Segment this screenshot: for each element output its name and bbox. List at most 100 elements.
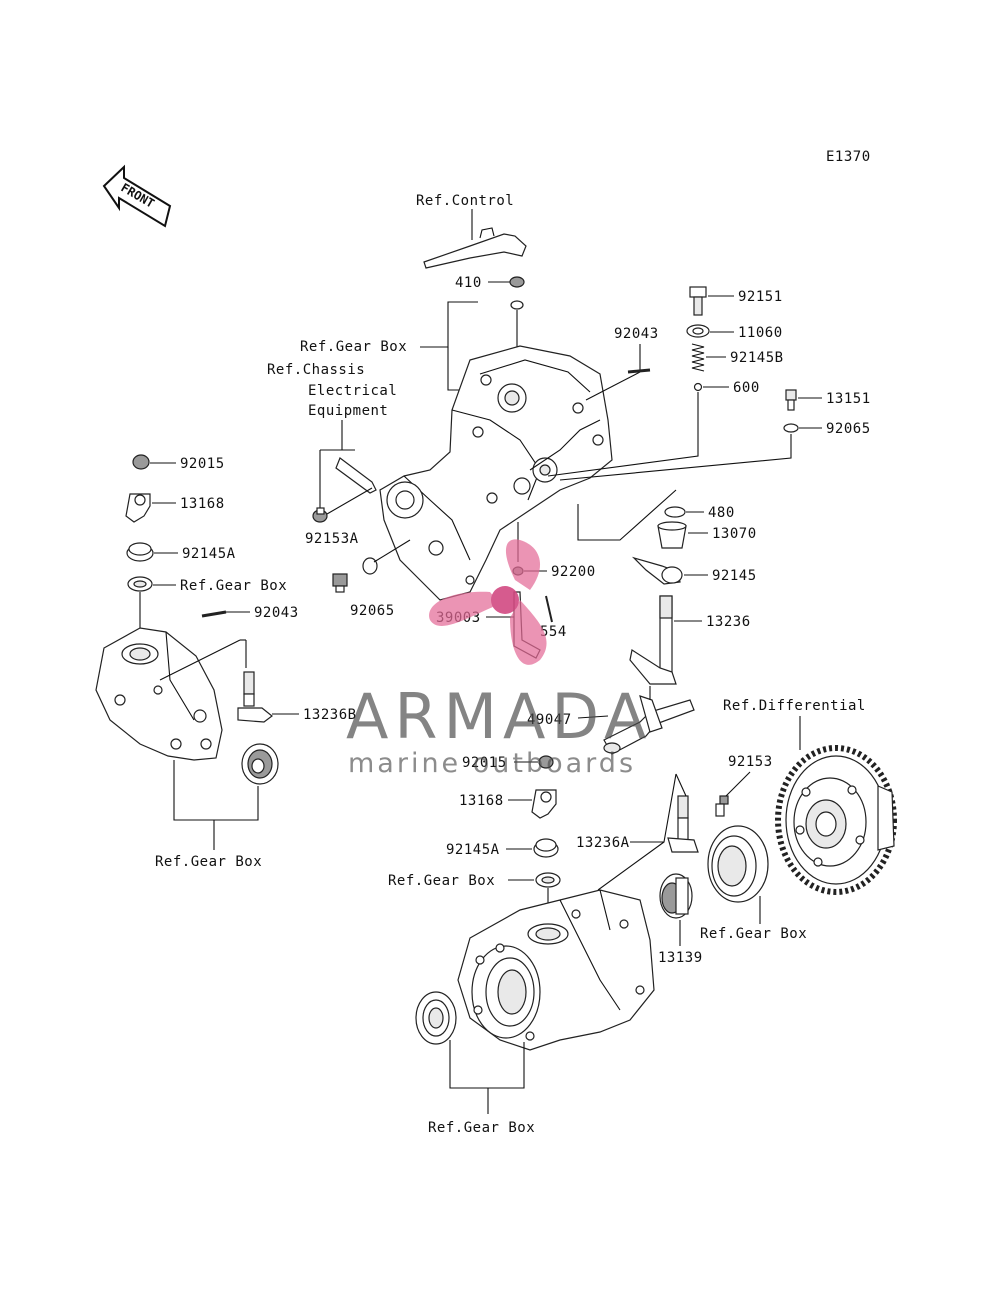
ref-chassis-label-line3: Equipment (308, 403, 388, 419)
diagram-code: E1370 (826, 149, 871, 165)
part-13070-label: 13070 (712, 526, 757, 542)
propeller-icon (429, 539, 547, 665)
shaft-13236A-part (667, 795, 699, 853)
pin-92043-left-part (201, 610, 227, 618)
seal-center-part (535, 872, 561, 888)
watermark-title: ARMADA (346, 680, 652, 753)
oring-480-part (664, 506, 686, 518)
switch-13151-part (785, 389, 797, 411)
bolt-92151-part (689, 286, 707, 316)
part-92065-right-label: 92065 (826, 421, 871, 437)
ref-differential-label: Ref.Differential (723, 698, 866, 714)
gear-13139-part (659, 873, 693, 919)
part-92043-top-label: 92043 (614, 326, 659, 342)
ref-gear-box-left-label: Ref.Gear Box (180, 578, 287, 594)
seal-left-part (127, 576, 153, 592)
pin-554-part (545, 595, 553, 623)
part-13236B-label: 13236B (303, 707, 357, 723)
part-49047-label: 49047 (527, 712, 572, 728)
differential-gear-part (775, 745, 897, 895)
part-13139-label: 13139 (658, 950, 703, 966)
part-480-label: 480 (708, 505, 735, 521)
part-92015-center-label: 92015 (462, 755, 507, 771)
part-13236-label: 13236 (706, 614, 751, 630)
ref-gear-box-bottom-label: Ref.Gear Box (428, 1120, 535, 1136)
spring-92145A-center-part (533, 838, 559, 858)
arm-13168-left-part (125, 493, 151, 523)
part-92043-left-label: 92043 (254, 605, 299, 621)
leader-line (326, 487, 373, 515)
bolt-92153A-part (312, 507, 328, 523)
leader-line (547, 392, 699, 477)
shifter-fork-49047-part (603, 695, 695, 755)
transmission-housing-part (379, 345, 613, 601)
washer-92065-right-part (783, 423, 799, 433)
ref-chassis-label-line1: Ref.Chassis (267, 362, 365, 378)
bearing-right-part (707, 825, 769, 903)
leader-line (577, 489, 677, 541)
ref-control-label: Ref.Control (416, 193, 514, 209)
part-600-label: 600 (733, 380, 760, 396)
ref-gear-box-top-label: Ref.Gear Box (300, 339, 407, 355)
part-92065-center-label: 92065 (350, 603, 395, 619)
lower-housing-part (457, 889, 655, 1051)
part-92145-label: 92145 (712, 568, 757, 584)
part-92200-label: 92200 (551, 564, 596, 580)
wire-terminal-part (335, 457, 377, 494)
leader-line (159, 639, 241, 681)
watermark-subtitle: marine outboards (348, 748, 636, 779)
pin-92043-part (627, 368, 651, 374)
ball-600-part (693, 382, 703, 392)
bushing-13070-part (657, 521, 687, 549)
nut-92015-center-part (538, 755, 554, 769)
leader-line (675, 773, 687, 797)
leader-line (449, 1040, 525, 1089)
washer-11060-part (686, 324, 710, 338)
spring-92145-part (631, 556, 683, 585)
part-92145B-label: 92145B (730, 350, 784, 366)
arm-13168-center-part (531, 789, 557, 819)
part-92151-label: 92151 (738, 289, 783, 305)
part-13236A-label: 13236A (576, 835, 630, 851)
part-11060-label: 11060 (738, 325, 783, 341)
ref-gear-box-right-label: Ref.Gear Box (700, 926, 807, 942)
part-13168-left-label: 13168 (180, 496, 225, 512)
shaft-13236B-part (237, 671, 273, 723)
leader-line (630, 773, 677, 843)
washer-92065-center-part (362, 557, 378, 575)
spring-92145A-left-part (126, 542, 154, 562)
shaft-13236-part (629, 595, 677, 685)
part-92153-label: 92153 (728, 754, 773, 770)
part-92145A-left-label: 92145A (182, 546, 236, 562)
nut-92015-left-part (132, 454, 150, 470)
part-92153A-label: 92153A (305, 531, 359, 547)
leader-line (420, 301, 478, 348)
leader-line (585, 371, 641, 401)
seal-lower-part (415, 991, 457, 1045)
part-13168-center-label: 13168 (459, 793, 504, 809)
bolt-plug-part (332, 573, 348, 593)
armada-watermark-logo: ARMADA marine outboards (346, 539, 652, 779)
part-92145A-center-label: 92145A (446, 842, 500, 858)
nut-410-part (509, 276, 525, 310)
spring-92145B-part (691, 343, 705, 372)
left-cover-housing-part (95, 627, 223, 761)
leader-line (173, 760, 259, 821)
leader-line (577, 715, 609, 719)
part-92015-left-label: 92015 (180, 456, 225, 472)
ref-gear-box-lower-left-label: Ref.Gear Box (155, 854, 262, 870)
part-410-label: 410 (455, 275, 482, 291)
control-bracket-part (423, 227, 527, 269)
bolt-92153-part (715, 795, 729, 817)
part-13151-label: 13151 (826, 391, 871, 407)
front-arrow-icon: FRONT (102, 164, 172, 228)
ref-chassis-label-line2: Electrical (308, 383, 397, 399)
leader-line (725, 771, 751, 797)
part-554-label: 554 (540, 624, 567, 640)
leader-line (597, 841, 665, 891)
leader-line (559, 434, 792, 481)
bearing-left-part (241, 743, 279, 785)
leader-line (373, 539, 411, 563)
ref-gear-box-center-label: Ref.Gear Box (388, 873, 495, 889)
